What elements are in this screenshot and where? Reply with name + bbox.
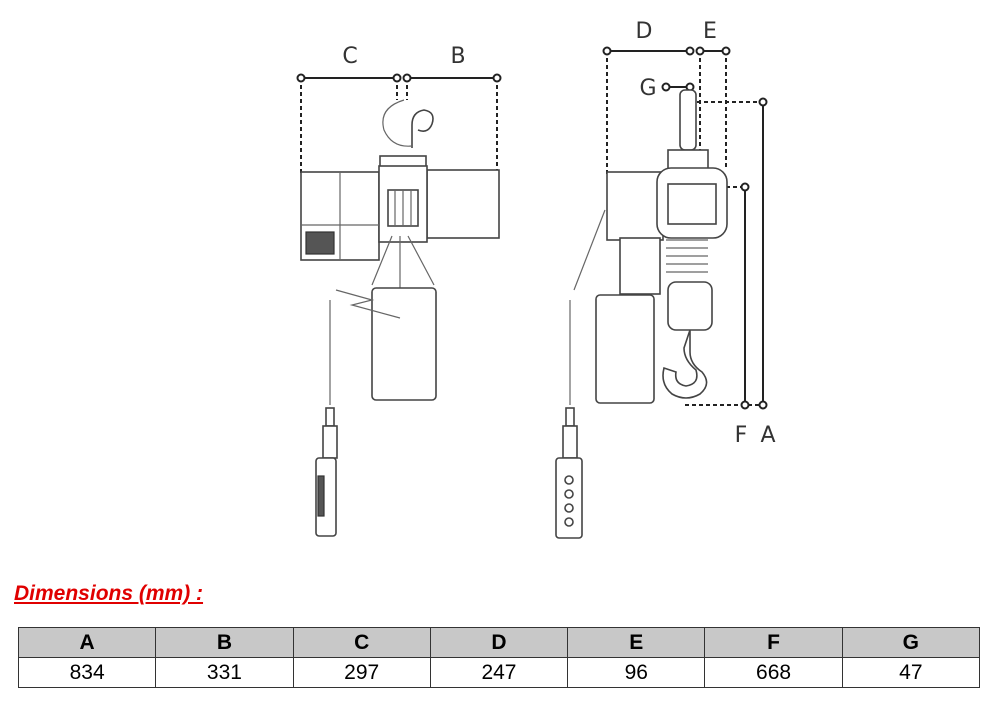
header-cell: F (704, 627, 843, 658)
value-cell: 331 (155, 657, 294, 688)
header-cell: E (567, 627, 706, 658)
dim-label-a: A (760, 423, 775, 448)
dimensions-table: A B C D E F G 834 331 297 247 96 668 47 (17, 627, 981, 688)
value-cell: 297 (292, 657, 431, 688)
value-cell: 668 (704, 657, 843, 688)
value-cell: 834 (17, 657, 157, 688)
side-view: D E G F A (555, 19, 776, 539)
dim-label-c: C (342, 44, 357, 69)
dim-label-e: E (703, 19, 717, 44)
header-cell: C (292, 627, 431, 658)
front-view: C B (296, 44, 502, 537)
header-cell: B (155, 627, 294, 658)
header-cell: D (429, 627, 569, 658)
dim-label-f: F (735, 423, 748, 448)
header-cell: G (841, 627, 981, 658)
value-cell: 247 (429, 657, 569, 688)
value-cell: 47 (841, 657, 981, 688)
table-row: 834 331 297 247 96 668 47 (17, 657, 981, 688)
header-cell: A (17, 627, 157, 658)
hoist-technical-drawing: C B (296, 19, 776, 539)
dim-label-d: D (636, 19, 653, 44)
table-header-row: A B C D E F G (17, 627, 981, 658)
dimensions-title: Dimensions (mm) : (14, 582, 204, 605)
dim-label-g: G (639, 76, 656, 101)
value-cell: 96 (567, 657, 706, 688)
dim-label-b: B (450, 44, 465, 69)
